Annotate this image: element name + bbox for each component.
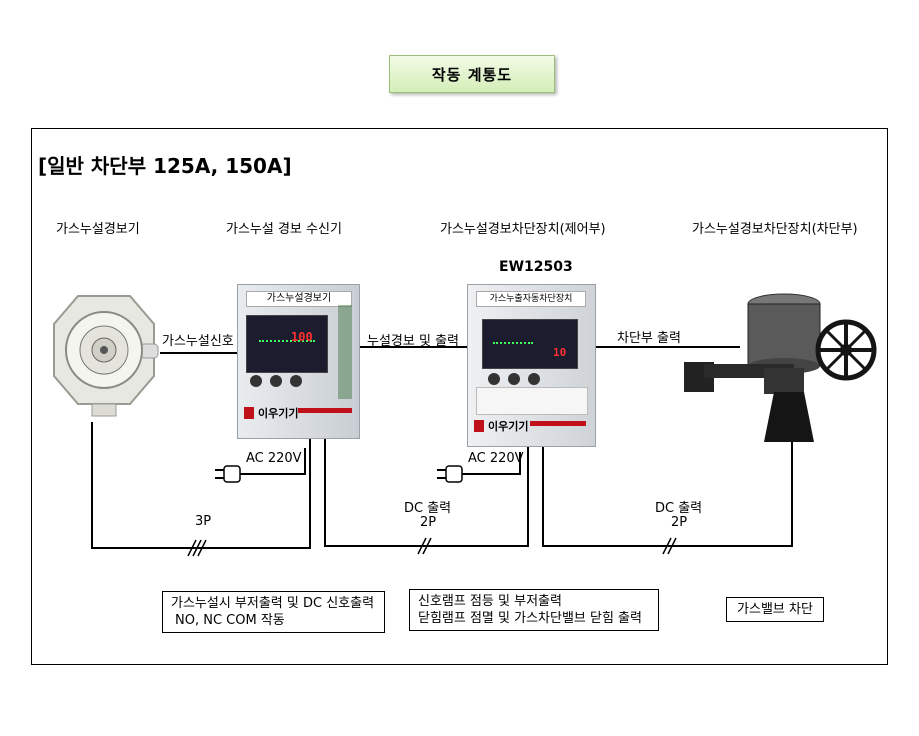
wire-3p xyxy=(91,422,311,549)
leak-signal-label: 가스누설신호 xyxy=(162,334,234,349)
power-cord-2 xyxy=(462,452,521,475)
power-cord-1 xyxy=(240,448,306,475)
ac-power-label-2: AC 220V xyxy=(468,451,524,466)
controller-label: 가스누설경보차단장치(제어부) xyxy=(440,222,606,237)
controller-readout: 10 xyxy=(553,346,567,359)
receiver-readout: 100 xyxy=(291,330,313,344)
gas-alarm-receiver: 가스누설경보기 100 이우기기 xyxy=(237,284,360,439)
section-heading: [일반 차단부 125A, 150A] xyxy=(38,154,292,178)
gas-shutoff-controller: 가스누출자동차단장치 10 이우기기 xyxy=(467,284,596,447)
dc-output-label-1: DC 출력 xyxy=(404,501,452,516)
dc-2p-label-2: 2P xyxy=(671,515,688,530)
note1-line1: 가스누설시 부저출력 및 DC 신호출력 xyxy=(171,596,375,611)
note-detector-receiver: 가스누설시 부저출력 및 DC 신호출력 NO, NC COM 작동 xyxy=(162,591,385,633)
power-plug-icon xyxy=(437,465,463,483)
note2-line1: 신호램프 점등 및 부저출력 xyxy=(418,594,562,609)
diagram-frame xyxy=(31,128,888,665)
gas-detector-icon xyxy=(53,295,159,417)
power-plug-icon xyxy=(215,465,241,483)
note1-line2: NO, NC COM 작동 xyxy=(175,613,285,628)
receiver-screen: 100 xyxy=(246,315,328,373)
shutoff-output-label: 차단부 출력 xyxy=(617,331,681,346)
receiver-nameplate: 가스누설경보기 xyxy=(246,291,352,307)
controller-screen: 10 xyxy=(482,319,578,369)
receiver-label: 가스누설 경보 수신기 xyxy=(226,222,342,237)
diagram-title: 작동 계통도 xyxy=(389,55,555,93)
note-actuator: 가스밸브 차단 xyxy=(726,597,824,622)
detector-label: 가스누설경보기 xyxy=(56,222,140,237)
leak-alarm-output-label: 누설경보 및 출력 xyxy=(367,334,459,349)
note-controller: 신호램프 점등 및 부저출력 닫힘램프 점멸 및 가스차단밸브 닫힘 출력 xyxy=(409,589,659,631)
note2-line2: 닫힘램프 점멸 및 가스차단밸브 닫힘 출력 xyxy=(418,611,642,626)
controller-brand: 이우기기 xyxy=(488,420,529,433)
dc-output-label-2: DC 출력 xyxy=(655,501,703,516)
dc-2p-label-1: 2P xyxy=(420,515,437,530)
note3-text: 가스밸브 차단 xyxy=(737,602,813,617)
receiver-brand: 이우기기 xyxy=(258,407,299,420)
wire-3p-label: 3P xyxy=(195,514,212,529)
ac-power-label-1: AC 220V xyxy=(246,451,302,466)
controller-model-label: EW12503 xyxy=(499,259,573,275)
gas-valve-actuator-icon xyxy=(684,293,877,442)
actuator-label: 가스누설경보차단장치(차단부) xyxy=(692,222,858,237)
controller-nameplate: 가스누출자동차단장치 xyxy=(476,291,586,307)
